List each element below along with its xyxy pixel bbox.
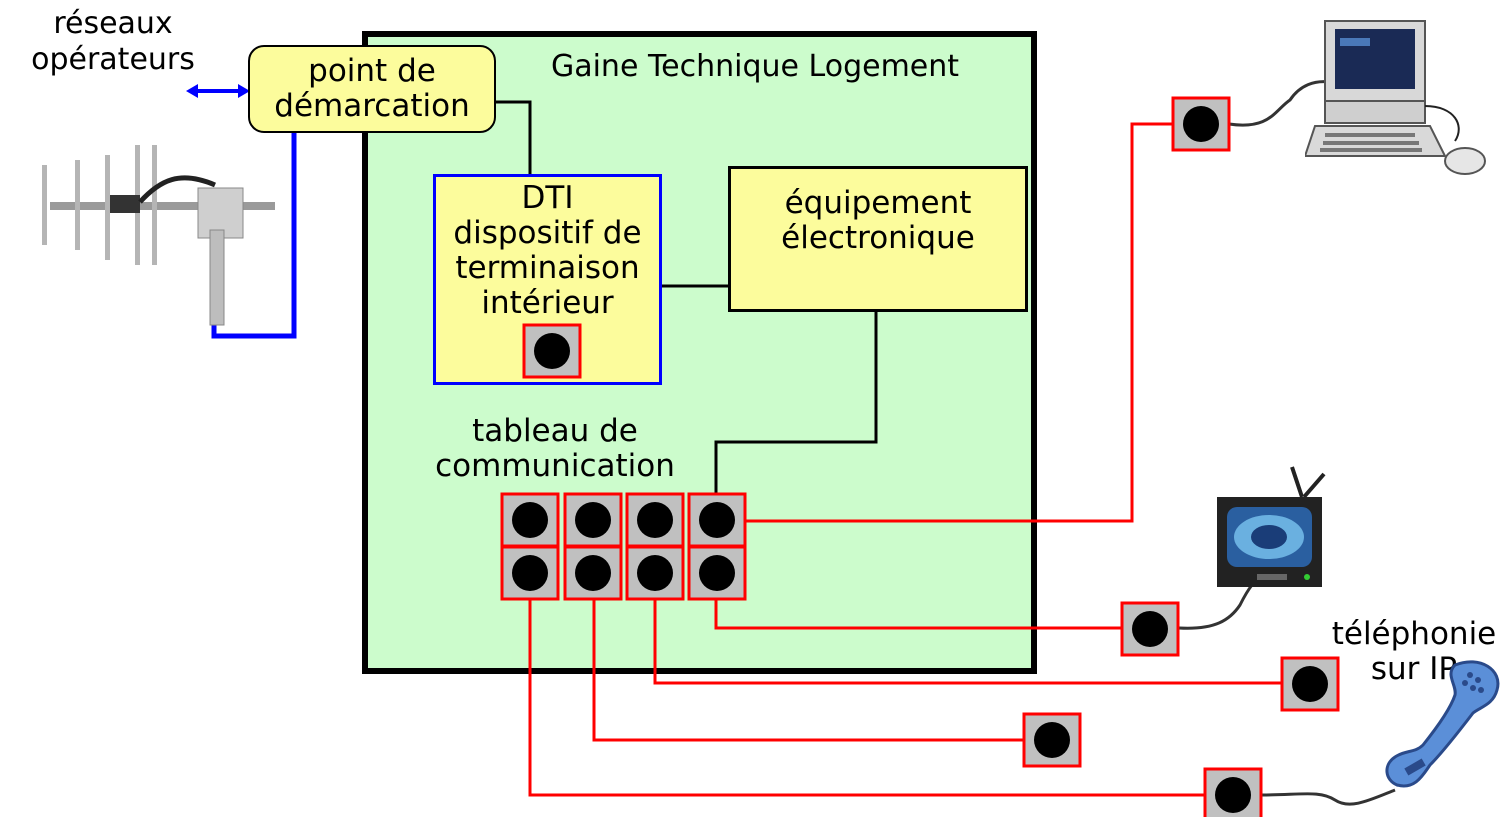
panel-socket-7 xyxy=(625,545,685,601)
outlet-voip xyxy=(1280,656,1340,712)
computer-cord xyxy=(1228,80,1331,127)
electronic-equipment-box xyxy=(728,166,1028,312)
demarcation-label: point de démarcation xyxy=(274,53,470,124)
panel-socket-8 xyxy=(687,545,747,601)
panel-socket-1 xyxy=(500,492,560,548)
cable-outlet-4 xyxy=(592,600,1024,742)
antenna-icon xyxy=(42,145,275,326)
panel-socket-2 xyxy=(563,492,623,548)
demarcation-to-dti-link xyxy=(496,100,532,174)
cable-computer xyxy=(744,122,1173,523)
gtl-title: Gaine Technique Logement xyxy=(550,49,960,84)
networks-label: réseaux opérateurs xyxy=(31,6,195,77)
cable-tv xyxy=(714,600,1122,630)
tv-icon xyxy=(1217,466,1326,587)
panel-socket-4 xyxy=(687,492,747,548)
tv-cord xyxy=(1178,584,1254,630)
panel-socket-6 xyxy=(563,545,623,601)
outlet-4 xyxy=(1022,712,1082,768)
outlet-tv xyxy=(1120,601,1180,657)
demarcation-point-box xyxy=(248,45,496,133)
panel-socket-5 xyxy=(500,545,560,601)
dti-socket xyxy=(522,323,582,379)
cable-voip xyxy=(653,600,1282,685)
computer-icon xyxy=(1305,20,1486,175)
equipment-label: équipement électronique xyxy=(781,185,975,256)
phone-cord xyxy=(1261,788,1396,806)
outlet-computer xyxy=(1171,96,1231,152)
equipment-to-panel-link xyxy=(714,312,878,494)
network-link-arrow xyxy=(186,84,250,98)
cable-phone xyxy=(528,600,1205,797)
dti-label: DTI dispositif de terminaison intérieur xyxy=(453,180,642,321)
panel-socket-3 xyxy=(625,492,685,548)
outlet-phone xyxy=(1203,767,1263,817)
phone-handset-icon xyxy=(1385,660,1500,788)
comm-panel-label: tableau de communication xyxy=(435,413,675,484)
voip-label: téléphonie sur IP xyxy=(1331,616,1497,687)
